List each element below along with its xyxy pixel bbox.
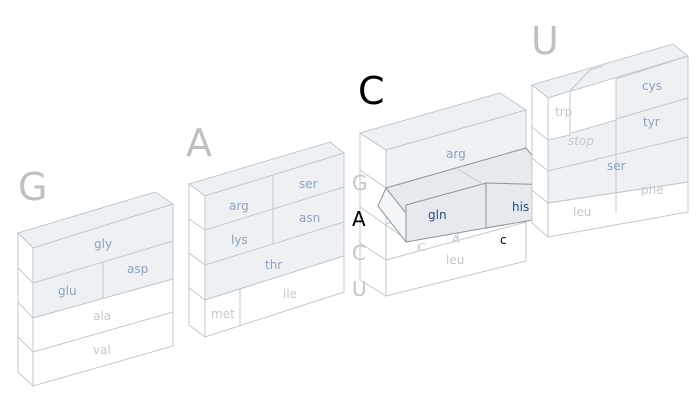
aa-trp: trp <box>555 105 572 119</box>
second-base-u: U <box>352 277 367 301</box>
aa-phe: phe <box>641 183 664 197</box>
first-base-u: U <box>531 19 559 63</box>
aa-ala: ala <box>93 309 111 323</box>
third-base-c-lower: c <box>500 233 507 247</box>
aa-ser-u: ser <box>607 159 626 173</box>
aa-lys: lys <box>231 233 248 247</box>
aa-gly: gly <box>94 237 112 251</box>
first-base-c: C <box>358 69 385 113</box>
aa-cys: cys <box>642 79 662 93</box>
aa-stop: stop <box>568 134 594 148</box>
aa-leu-c: leu <box>446 253 464 267</box>
aa-ser-a: ser <box>299 177 318 191</box>
aa-ile: ile <box>283 287 297 301</box>
second-base-c: C <box>352 241 366 265</box>
block-g <box>17 191 175 388</box>
aa-arg-c: arg <box>446 147 466 161</box>
aa-leu-u: leu <box>573 205 591 219</box>
aa-arg-a: arg <box>229 199 249 213</box>
first-base-a: A <box>186 121 212 165</box>
block-u <box>530 43 690 239</box>
third-base-c: C <box>418 241 426 254</box>
aa-thr: thr <box>265 258 282 272</box>
aa-his: his <box>512 200 529 214</box>
aa-asp: asp <box>127 262 148 276</box>
aa-gln: gln <box>428 208 447 222</box>
aa-val: val <box>93 343 111 357</box>
block-c <box>358 92 557 297</box>
aa-tyr: tyr <box>643 115 660 129</box>
aa-asn: asn <box>299 211 320 225</box>
first-base-g: G <box>18 165 47 209</box>
aa-glu: glu <box>58 284 77 298</box>
third-base-a: A <box>452 233 460 246</box>
aa-met: met <box>211 307 235 321</box>
block-a <box>187 141 346 338</box>
second-base-a: A <box>352 207 366 231</box>
second-base-g: G <box>352 171 368 195</box>
